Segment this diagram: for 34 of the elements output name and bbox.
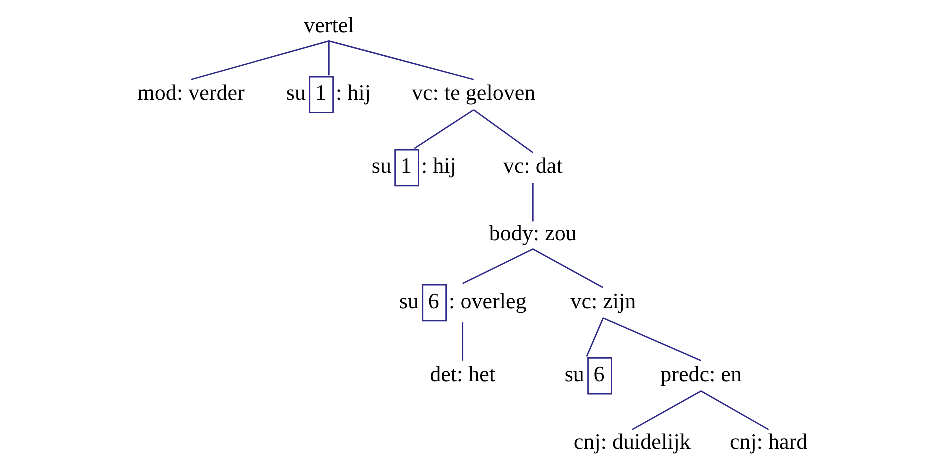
node-box: 6 [587, 357, 612, 395]
connector [462, 322, 464, 361]
connector [414, 110, 474, 150]
connector [328, 40, 474, 80]
node-text: cnj: hard [729, 428, 808, 454]
connector [532, 248, 604, 288]
node-box: 6 [422, 284, 446, 322]
connector [602, 318, 702, 362]
node-label: : overleg [448, 288, 526, 314]
node-text: predc: en [660, 361, 742, 386]
node-text: vc: zijn [570, 288, 636, 314]
node-text: det: het [430, 361, 496, 386]
connector [328, 41, 330, 76]
connector [586, 318, 604, 358]
node-label: su [286, 80, 306, 106]
connector [532, 183, 534, 222]
node-text: vertel [304, 12, 354, 38]
connector [190, 40, 329, 80]
node-text: vc: dat [502, 153, 562, 178]
node-text: vc: te geloven [412, 80, 536, 106]
node-text: mod: verder [137, 80, 244, 106]
connector [472, 110, 534, 154]
node-label: su [371, 153, 391, 178]
node-label: su [564, 361, 584, 386]
node-label: su [398, 288, 419, 314]
connector [462, 248, 533, 284]
node-label: : hij [421, 153, 456, 178]
node-box: 1 [394, 149, 419, 187]
node-text: body: zou [488, 220, 576, 246]
node-text: cnj: duidelijk [573, 428, 690, 454]
connector [632, 390, 702, 430]
connector [700, 390, 769, 430]
node-label: : hij [336, 80, 370, 106]
node-box: 1 [308, 76, 334, 114]
